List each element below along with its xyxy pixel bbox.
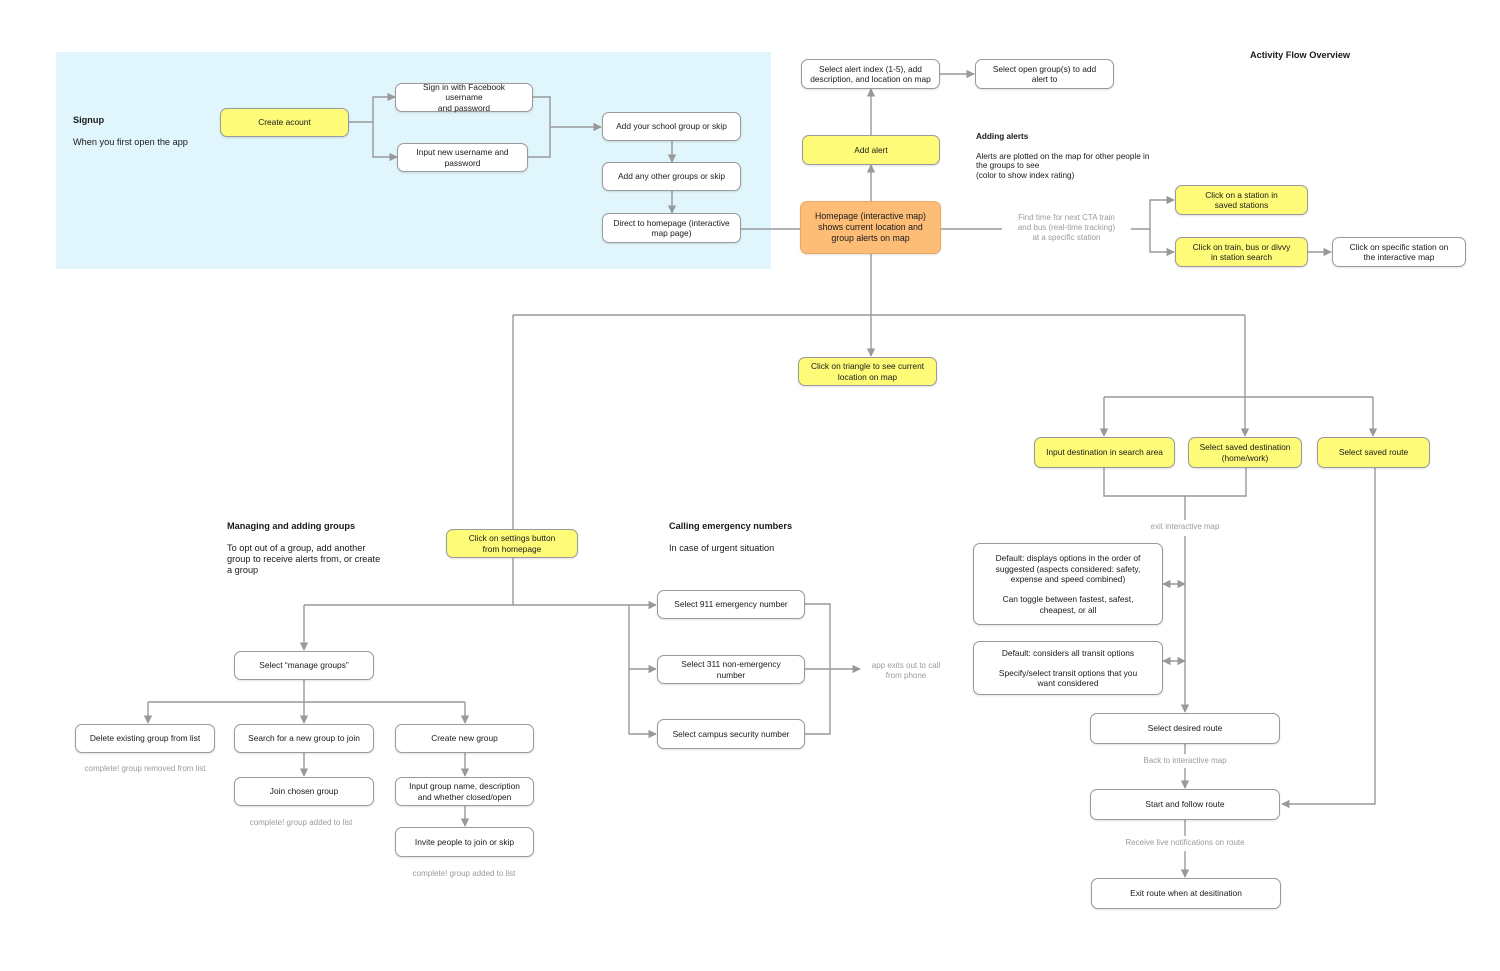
add-school-group-node: Add your school group or skip (602, 112, 741, 141)
default-transit-node: Default: considers all transit options S… (973, 641, 1163, 695)
app-exits-note: app exits out to call from phone (862, 661, 950, 681)
group-removed-note: complete! group removed from list (70, 764, 220, 774)
calling-emergency-heading: Calling emergency numbers (669, 521, 793, 532)
input-new-username-node: Input new username and password (397, 143, 528, 172)
click-settings-node: Click on settings button from homepage (446, 529, 578, 558)
direct-to-homepage-node: Direct to homepage (interactive map page… (602, 213, 741, 243)
homepage-node: Homepage (interactive map) shows current… (800, 201, 941, 254)
signup-section-header: Signup When you first open the app (73, 104, 188, 148)
select-saved-destination-node: Select saved destination (home/work) (1188, 437, 1302, 468)
group-added-join-note: complete! group added to list (236, 818, 366, 828)
input-destination-node: Input destination in search area (1034, 437, 1175, 468)
join-group-node: Join chosen group (234, 777, 374, 806)
calling-emergency-description: In case of urgent situation (669, 543, 775, 554)
default-options-node: Default: displays options in the order o… (973, 543, 1163, 625)
click-train-bus-node: Click on train, bus or divvy in station … (1175, 237, 1308, 267)
select-manage-groups-node: Select “manage groups” (234, 651, 374, 680)
click-triangle-node: Click on triangle to see current locatio… (798, 357, 937, 386)
adding-alerts-heading: Adding alerts (976, 131, 1029, 141)
receive-notifications-note: Receive live notifications on route (1105, 838, 1265, 848)
exit-interactive-map-note: exit interactive map (1130, 522, 1240, 532)
click-station-saved-node: Click on a station in saved stations (1175, 185, 1308, 215)
select-campus-security-node: Select campus security number (657, 719, 805, 749)
calling-emergency-section-header: Calling emergency numbers In case of urg… (669, 510, 792, 554)
signup-heading: Signup (73, 115, 105, 126)
managing-groups-section-header: Managing and adding groups To opt out of… (227, 510, 380, 576)
exit-route-node: Exit route when at desitination (1091, 878, 1281, 909)
adding-alerts-section-header: Adding alerts Alerts are plotted on the … (976, 122, 1149, 181)
select-saved-route-node: Select saved route (1317, 437, 1430, 468)
add-alert-node: Add alert (802, 135, 940, 165)
select-alert-index-node: Select alert index (1-5), add descriptio… (801, 59, 940, 89)
create-account-node: Create acount (220, 108, 349, 137)
adding-alerts-description: Alerts are plotted on the map for other … (976, 151, 1150, 181)
input-group-name-node: Input group name, description and whethe… (395, 777, 534, 806)
select-desired-route-node: Select desired route (1090, 713, 1280, 744)
signup-description: When you first open the app (73, 137, 188, 148)
find-time-note: Find time for next CTA train and bus (re… (1002, 213, 1131, 243)
search-group-node: Search for a new group to join (234, 724, 374, 753)
select-311-node: Select 311 non-emergency number (657, 655, 805, 684)
select-911-node: Select 911 emergency number (657, 590, 805, 619)
managing-groups-description: To opt out of a group, add another group… (227, 543, 381, 576)
delete-group-node: Delete existing group from list (75, 724, 215, 753)
sign-in-facebook-node: Sign in with Facebook username and passw… (395, 82, 533, 113)
start-follow-route-node: Start and follow route (1090, 789, 1280, 820)
select-open-groups-node: Select open group(s) to add alert to (975, 59, 1114, 89)
click-specific-station-node: Click on specific station on the interac… (1332, 237, 1466, 267)
add-other-groups-node: Add any other groups or skip (602, 162, 741, 191)
group-added-create-note: complete! group added to list (399, 869, 529, 879)
back-to-map-note: Back to interactive map (1125, 756, 1245, 766)
managing-groups-heading: Managing and adding groups (227, 521, 356, 532)
create-group-node: Create new group (395, 724, 534, 753)
diagram-title: Activity Flow Overview (1250, 50, 1351, 60)
invite-people-node: Invite people to join or skip (395, 827, 534, 857)
